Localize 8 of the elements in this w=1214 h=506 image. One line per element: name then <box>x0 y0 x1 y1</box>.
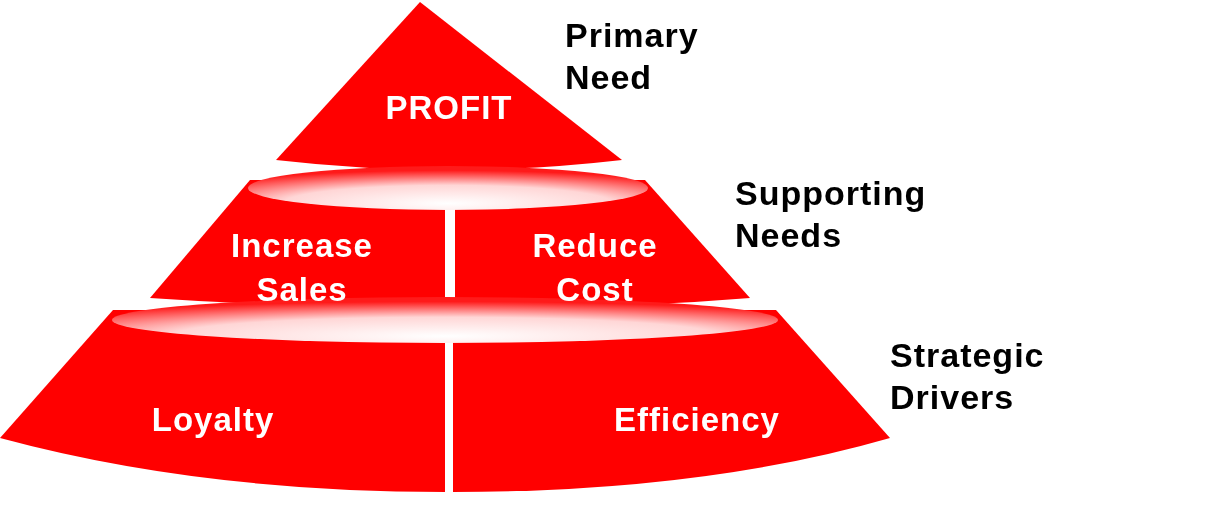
segment-label: Efficiency <box>613 400 781 440</box>
tier-label: Strategic Drivers <box>890 335 1046 418</box>
segment-label: Reduce Cost <box>531 226 659 310</box>
tier-label: Primary Need <box>565 15 700 98</box>
segment-label: Loyalty <box>150 400 276 440</box>
tier-label: Supporting Needs <box>735 173 928 256</box>
segment-label: Increase Sales <box>230 226 374 310</box>
segment-label: PROFIT <box>384 88 514 128</box>
